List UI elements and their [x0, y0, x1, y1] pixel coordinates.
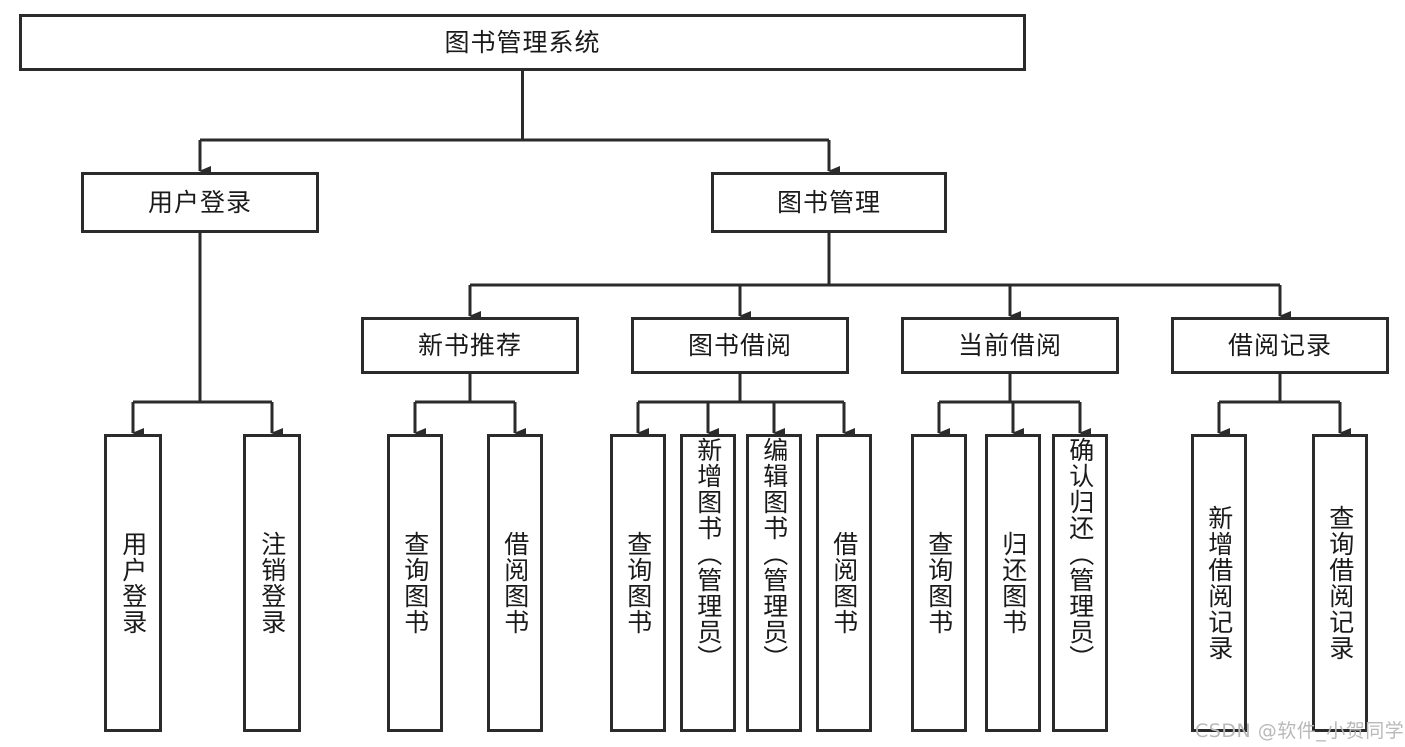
- node-leaf-borrow-book-1[interactable]: 借阅图书: [487, 434, 543, 732]
- node-new-book-rec[interactable]: 新书推荐: [361, 317, 579, 374]
- node-label: 新增图书（管理员）: [693, 437, 723, 671]
- node-label: 图书借阅: [687, 330, 792, 360]
- node-leaf-logout[interactable]: 注销登录: [243, 434, 301, 732]
- node-leaf-borrow-book-2[interactable]: 借阅图书: [816, 434, 872, 732]
- node-borrow-record[interactable]: 借阅记录: [1171, 317, 1389, 374]
- node-label: 图书管理系统: [444, 27, 601, 57]
- node-root[interactable]: 图书管理系统: [19, 14, 1026, 71]
- node-label: 确认归还（管理员）: [1065, 437, 1095, 671]
- node-label: 归还图书: [998, 531, 1028, 635]
- node-current-borrow[interactable]: 当前借阅: [901, 317, 1119, 374]
- node-leaf-query-book-2[interactable]: 查询图书: [610, 434, 666, 732]
- node-label: 图书管理: [776, 187, 881, 217]
- node-label: 借阅记录: [1227, 330, 1332, 360]
- node-leaf-query-book-1[interactable]: 查询图书: [387, 434, 443, 732]
- node-label: 查询图书: [400, 531, 430, 635]
- node-leaf-add-record[interactable]: 新增借阅记录: [1191, 434, 1247, 732]
- node-leaf-query-book-3[interactable]: 查询图书: [911, 434, 967, 732]
- node-label: 查询图书: [924, 531, 954, 635]
- node-label: 借阅图书: [829, 531, 859, 635]
- node-label: 借阅图书: [500, 531, 530, 635]
- node-label: 用户登录: [118, 531, 148, 635]
- node-label: 编辑图书（管理员）: [759, 437, 789, 671]
- node-book-borrow[interactable]: 图书借阅: [631, 317, 849, 374]
- node-label: 注销登录: [257, 531, 287, 635]
- node-label: 查询图书: [623, 531, 653, 635]
- node-label: 查询借阅记录: [1325, 505, 1355, 661]
- node-label: 新书推荐: [417, 330, 522, 360]
- node-leaf-confirm-return[interactable]: 确认归还（管理员）: [1052, 434, 1108, 732]
- node-leaf-query-record[interactable]: 查询借阅记录: [1312, 434, 1368, 732]
- watermark-text: CSDN @软件_小贺同学: [1195, 720, 1405, 742]
- node-leaf-user-login[interactable]: 用户登录: [104, 434, 162, 732]
- node-label: 当前借阅: [957, 330, 1062, 360]
- node-leaf-edit-book[interactable]: 编辑图书（管理员）: [746, 434, 802, 732]
- node-leaf-return-book[interactable]: 归还图书: [985, 434, 1041, 732]
- node-leaf-add-book[interactable]: 新增图书（管理员）: [680, 434, 736, 732]
- node-book-manage[interactable]: 图书管理: [711, 172, 947, 233]
- node-user-login[interactable]: 用户登录: [81, 172, 319, 233]
- node-label: 新增借阅记录: [1204, 505, 1234, 661]
- node-label: 用户登录: [147, 187, 252, 217]
